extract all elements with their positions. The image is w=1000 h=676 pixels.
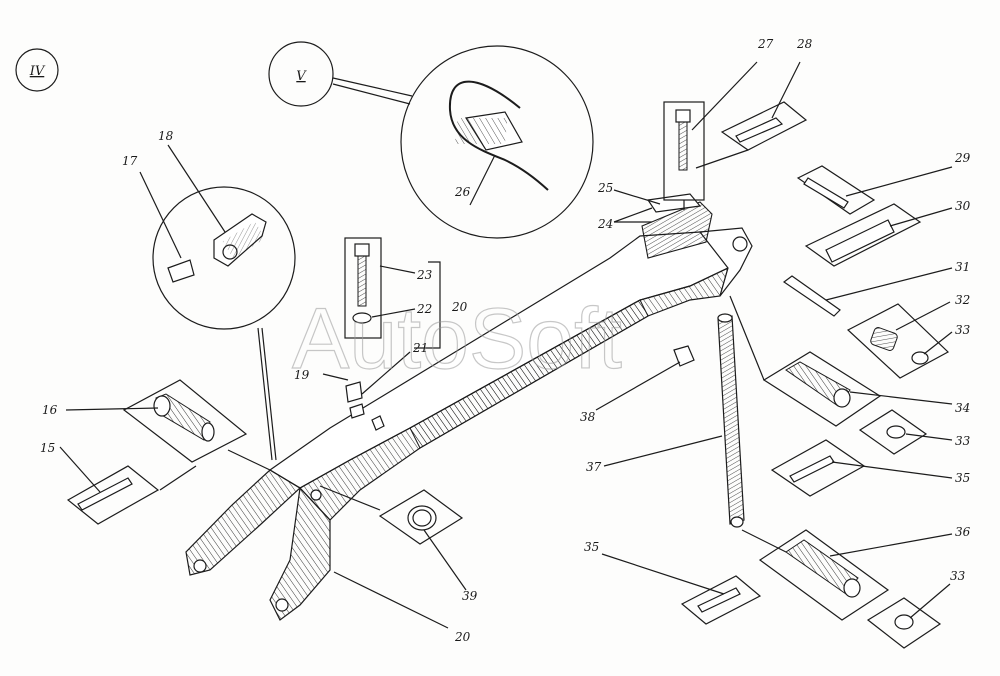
bolt-23-group (344, 237, 441, 349)
fitting-33-mid (858, 409, 953, 455)
view-iv-label: IV (29, 64, 46, 79)
callout-18: 18 (158, 129, 174, 143)
main-beam (185, 193, 753, 621)
callout-16: 16 (42, 403, 58, 417)
callout-31: 31 (955, 260, 970, 274)
pin-29-group (796, 165, 953, 215)
pin-35-upper (770, 439, 953, 497)
callout-17: 17 (122, 154, 138, 168)
fitting-32-33-group (846, 301, 953, 379)
view-v-label: V (296, 69, 307, 84)
pin-28-group (695, 61, 808, 169)
callout-30: 30 (955, 199, 971, 213)
view-v-marker: V (268, 41, 413, 107)
leader-25 (613, 189, 661, 205)
pin-31-group (782, 267, 953, 317)
leader-20-bottom (333, 571, 449, 629)
ring-39-group (319, 485, 467, 591)
callout-35-upper: 35 (955, 471, 970, 485)
callout-37: 37 (586, 460, 602, 474)
sleeve-34-group (729, 295, 953, 427)
pin-15-group (59, 446, 197, 525)
watermark: AutoSoft (292, 291, 622, 387)
view-iv-marker: IV (15, 48, 59, 92)
callout-27: 27 (757, 37, 774, 51)
leader-19 (322, 373, 349, 381)
callout-20-upper: 20 (451, 300, 468, 314)
callout-15: 15 (40, 441, 55, 455)
callout-39: 39 (462, 589, 478, 603)
pin-35-lower (601, 553, 762, 625)
detail-iv-circle (139, 144, 296, 461)
callout-22: 22 (416, 302, 432, 316)
callout-32: 32 (955, 293, 970, 307)
callout-26: 26 (454, 185, 471, 199)
callout-25: 25 (597, 181, 613, 195)
bolt-27-group (663, 61, 758, 210)
leader-24a (613, 207, 653, 223)
pin-30-group (804, 203, 953, 267)
callout-36: 36 (955, 525, 971, 539)
callout-33-middle: 33 (955, 434, 971, 448)
callout-21: 21 (412, 341, 428, 355)
callout-29: 29 (954, 151, 971, 165)
callout-20-lower: 20 (454, 630, 471, 644)
callout-28: 28 (796, 37, 813, 51)
callout-38: 38 (580, 410, 596, 424)
detail-v-circle (400, 45, 594, 239)
callout-23: 23 (416, 268, 433, 282)
callout-33-lower: 33 (950, 569, 966, 583)
callout-35-lower: 35 (584, 540, 599, 554)
callout-34: 34 (955, 401, 970, 415)
leader-21 (361, 351, 411, 395)
nut-38-group (595, 345, 695, 411)
sleeve-36-group (741, 529, 953, 621)
callout-19: 19 (294, 368, 310, 382)
rod-37-group (603, 313, 745, 528)
bushing-16-group (65, 379, 271, 471)
fitting-33-lower (866, 583, 951, 649)
callout-33-upper: 33 (955, 323, 971, 337)
callout-24: 24 (597, 217, 613, 231)
